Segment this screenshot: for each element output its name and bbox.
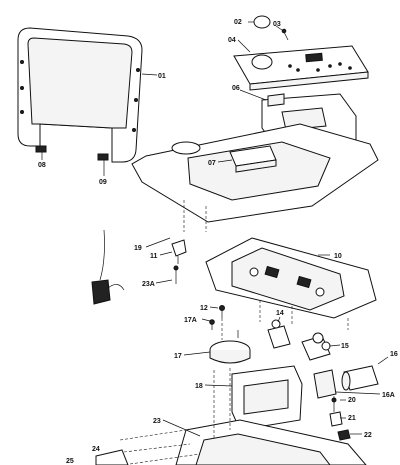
- part-22[interactable]: [337, 429, 351, 441]
- motor-part-16[interactable]: [341, 365, 379, 391]
- dispenser-part-07[interactable]: [229, 145, 277, 173]
- screw-part-23a[interactable]: [173, 265, 179, 284]
- assembly-lines: [119, 200, 349, 465]
- callout-17a: 17A: [184, 317, 197, 324]
- callout-09: 09: [99, 179, 107, 186]
- callout-10: 10: [334, 253, 342, 260]
- callout-16a: 16A: [382, 392, 395, 399]
- screw-part-17a[interactable]: [209, 319, 215, 330]
- clip-part-21[interactable]: [329, 411, 343, 427]
- callout-19: 19: [134, 245, 142, 252]
- callout-07: 07: [208, 160, 216, 167]
- callout-22: 22: [364, 432, 372, 439]
- control-board-part-10[interactable]: [205, 237, 377, 319]
- screw-part-12[interactable]: [219, 305, 225, 319]
- callout-11: 11: [150, 253, 158, 260]
- part-24[interactable]: [95, 449, 129, 465]
- callout-01: 01: [158, 73, 166, 80]
- screw-part-20[interactable]: [331, 397, 337, 412]
- callout-04: 04: [228, 37, 236, 44]
- base-part-23[interactable]: [175, 419, 367, 465]
- valve-part-15[interactable]: [301, 332, 331, 361]
- pressure-sensor-part-17[interactable]: [209, 330, 251, 364]
- callout-23a: 23A: [142, 281, 155, 288]
- callout-14: 14: [276, 310, 284, 317]
- callout-12: 12: [200, 305, 208, 312]
- callout-18: 18: [195, 383, 203, 390]
- callout-labels: 01 02 03 04 06 07 08 09 10 11 12 14 15 1…: [38, 19, 398, 465]
- cable-part-19[interactable]: [91, 229, 125, 305]
- callout-23: 23: [153, 418, 161, 425]
- callout-02: 02: [234, 19, 242, 26]
- hinge-part-09[interactable]: [97, 153, 109, 168]
- callout-25: 25: [66, 458, 74, 465]
- valve-part-14[interactable]: [267, 319, 291, 349]
- callout-16: 16: [390, 351, 398, 358]
- callout-06: 06: [232, 85, 240, 92]
- bracket-part-16a[interactable]: [313, 369, 337, 399]
- control-panel-part-04[interactable]: [233, 45, 369, 91]
- callout-17: 17: [174, 353, 182, 360]
- callout-15: 15: [341, 343, 349, 350]
- top-panel[interactable]: [131, 123, 379, 223]
- switch-part-11[interactable]: [171, 239, 187, 264]
- hinge-part-08[interactable]: [35, 145, 47, 158]
- leader-lines: [41, 21, 389, 437]
- callout-03: 03: [273, 21, 281, 28]
- callout-08: 08: [38, 162, 46, 169]
- screw-part-03[interactable]: [281, 28, 289, 41]
- callout-21: 21: [348, 415, 356, 422]
- callout-20: 20: [348, 397, 356, 404]
- knob-part-02[interactable]: [253, 15, 271, 29]
- support-part-18[interactable]: [231, 365, 303, 431]
- callout-24: 24: [92, 446, 100, 453]
- lid-part-01[interactable]: [17, 27, 143, 163]
